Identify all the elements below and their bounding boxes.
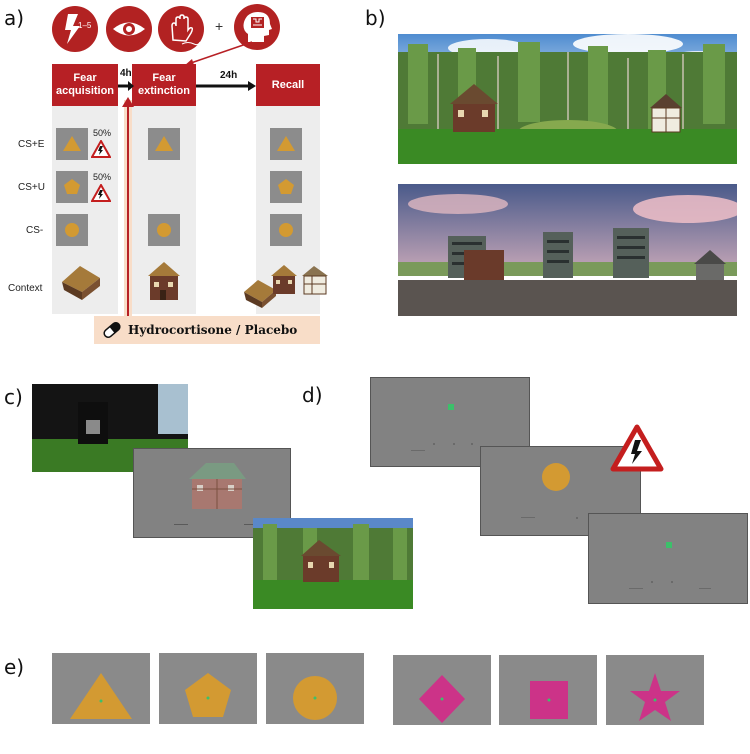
- percent-cse: 50%: [93, 128, 112, 138]
- warning-shock-icon: [91, 140, 111, 158]
- stim-triangle: [270, 128, 302, 160]
- plus-sign: +: [215, 18, 224, 34]
- eye-icon: [106, 6, 152, 52]
- phase-acquisition: Fear acquisition: [52, 64, 118, 106]
- hand-sweat-icon: [158, 6, 204, 52]
- fixation-screen: [588, 513, 748, 604]
- context-house-icon: [148, 262, 180, 300]
- phase-extinction: Fear extinction: [132, 64, 196, 106]
- percent-csu: 50%: [93, 172, 112, 182]
- context-house-icon: [244, 280, 276, 308]
- stim-pentagon: [56, 171, 88, 203]
- context-screen-house-scene: [253, 518, 413, 609]
- warning-shock-icon: [91, 184, 111, 202]
- stim-circle: [56, 214, 88, 246]
- row-label-csminus: CS-: [26, 225, 44, 236]
- context-scene-village: [398, 34, 737, 164]
- phase-extinction-label: Fear extinction: [138, 72, 190, 97]
- stim-pentagon: [270, 171, 302, 203]
- panel-label-d: d): [302, 383, 323, 407]
- stim-square: [499, 655, 597, 725]
- pill-icon: [103, 322, 121, 338]
- phase-recall: Recall: [256, 64, 320, 106]
- gap-24h: 24h: [220, 70, 238, 81]
- phase-recall-label: Recall: [271, 78, 305, 91]
- stim-pentagon: [159, 653, 257, 724]
- row-label-cse: CS+E: [18, 139, 45, 150]
- panel-label-b: b): [365, 6, 386, 30]
- context-screen-dark: [32, 384, 188, 472]
- stim-triangle: [148, 128, 180, 160]
- stim-triangle: [52, 653, 150, 724]
- stim-triangle: [56, 128, 88, 160]
- treatment-box: Hydrocortisone / Placebo: [94, 316, 320, 344]
- treatment-arrow-head: [122, 97, 134, 107]
- context-house-icon: [302, 266, 328, 295]
- row-label-context: Context: [8, 283, 43, 294]
- warning-shock-icon: [610, 424, 664, 472]
- treatment-label: Hydrocortisone / Placebo: [128, 323, 298, 337]
- phase-acquisition-label: Fear acquisition: [55, 72, 115, 97]
- panel-label-c: c): [4, 385, 23, 409]
- row-label-csu: CS+U: [18, 182, 45, 193]
- shock-icon: 1–5: [52, 6, 98, 52]
- context-house-icon: [62, 266, 100, 300]
- stim-diamond: [393, 655, 491, 725]
- panel-label-e: e): [4, 655, 25, 679]
- brain-icon: [234, 4, 280, 50]
- context-house-icon: [271, 265, 297, 294]
- stim-circle: [266, 653, 364, 724]
- stim-circle: [270, 214, 302, 246]
- timeline-arrows: [118, 81, 256, 91]
- shock-intensity-label: 1–5: [78, 21, 92, 30]
- stim-circle: [148, 214, 180, 246]
- treatment-arrow-line: [127, 104, 129, 318]
- stim-star: [606, 655, 704, 725]
- gap-4h: 4h: [120, 68, 132, 79]
- context-scene-city: [398, 184, 737, 316]
- panel-label-a: a): [4, 6, 25, 30]
